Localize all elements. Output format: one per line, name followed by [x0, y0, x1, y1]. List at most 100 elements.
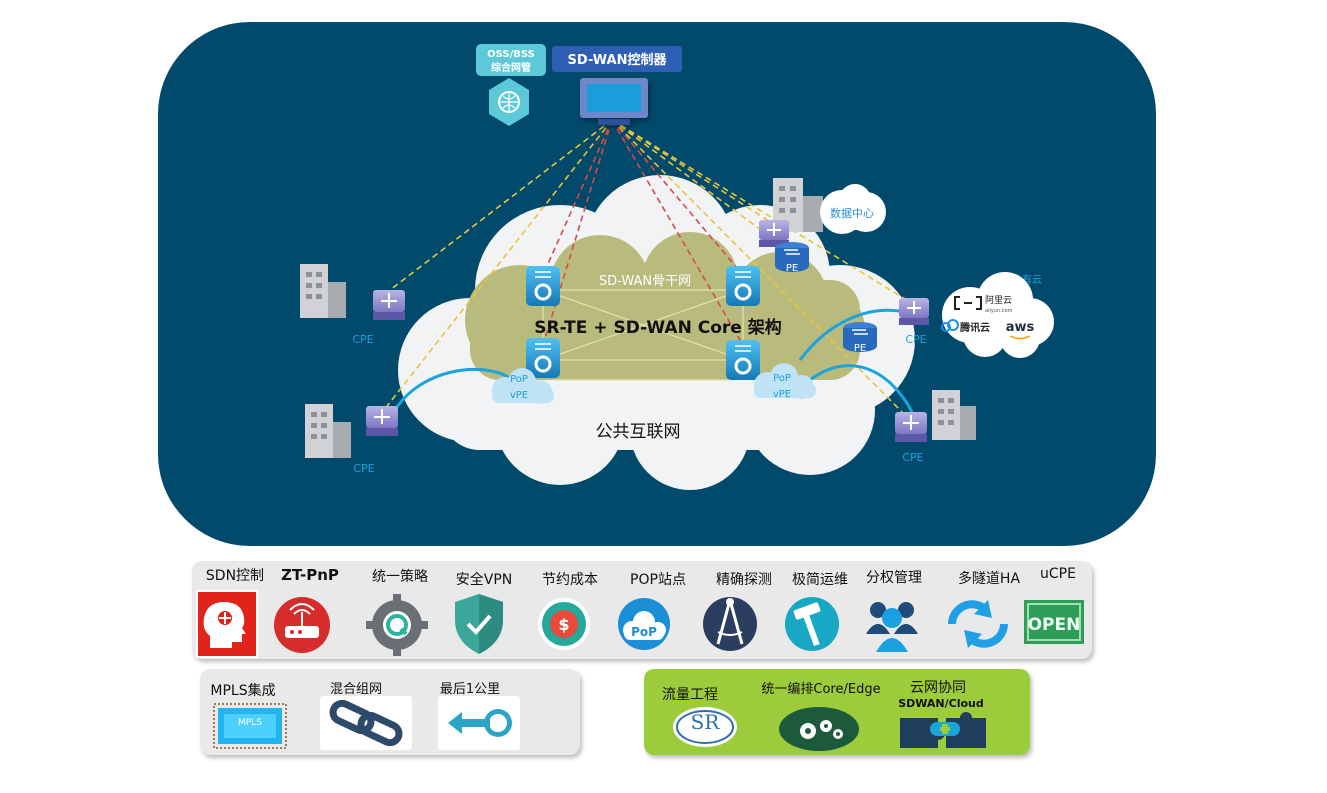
mpls-chip-icon	[212, 702, 288, 750]
feature-item: SDN控制	[200, 565, 270, 585]
pop-vpe-cloud-2	[754, 363, 816, 399]
cpe-label-4: CPE	[902, 451, 923, 464]
router-wifi-icon	[274, 597, 330, 653]
aws-label: aws	[1006, 320, 1035, 335]
feature-label: uCPE	[1040, 566, 1076, 582]
cpe-label-2: CPE	[353, 462, 374, 475]
internet-label: 公共互联网	[596, 422, 681, 442]
controller-monitor-icon	[580, 78, 648, 125]
feature-label: 安全VPN	[455, 572, 513, 588]
sr-logo-icon	[670, 705, 740, 751]
pe-node-icon	[843, 322, 877, 352]
pop-line1-a: PoP	[510, 374, 528, 385]
office-building-icon-1	[300, 264, 346, 318]
gear-q-icon	[366, 594, 428, 656]
svg-text:$: $	[558, 615, 569, 634]
integration-label: MPLS集成	[210, 683, 276, 699]
gears-icon	[778, 706, 860, 752]
aliyun-sub: aliyun.com	[985, 308, 1013, 314]
feature-label: ZT-PnP	[281, 566, 339, 584]
integration-label: 最后1公里	[439, 682, 501, 697]
feature-item: 极简运维	[780, 569, 860, 589]
svg-text:OPEN: OPEN	[1028, 615, 1081, 635]
integration-label: 混合组网	[329, 682, 382, 697]
compass-icon	[703, 597, 757, 651]
datacenter-bubble	[820, 184, 886, 234]
feature-item: 分权管理	[856, 567, 932, 587]
shield-check-icon	[455, 594, 503, 654]
core-node-icon-1	[526, 266, 560, 306]
feature-label: 精确探测	[716, 572, 772, 588]
core-node-icon-3	[526, 338, 560, 378]
arrow-key-icon	[438, 696, 520, 750]
core-title: SR-TE + SD-WAN Core 架构	[534, 317, 781, 338]
feature-label: 极简运维	[792, 572, 848, 588]
cpe-router-icon	[373, 290, 405, 320]
puzzle-icon	[896, 712, 990, 754]
pe-label-1: PE	[786, 263, 798, 274]
feature-icons: $ PoP OPEN	[196, 590, 1084, 658]
aliyun-label: 阿里云	[985, 295, 1012, 306]
dollar-coin-icon: $	[538, 598, 590, 650]
feature-item: ZT-PnP	[272, 566, 348, 584]
control-links	[379, 119, 916, 421]
feature-item: POP站点	[620, 569, 696, 589]
pop-cloud-icon: PoP	[618, 598, 670, 650]
advanced-item: 云网协同	[898, 677, 978, 697]
feature-item: 精确探测	[704, 569, 784, 589]
feature-item: 节约成本	[530, 569, 610, 589]
svg-text:PoP: PoP	[631, 625, 657, 639]
feature-item: 多隧道HA	[944, 568, 1034, 588]
feature-item: 安全VPN	[446, 569, 522, 589]
cpe-router-icon	[895, 412, 927, 442]
aliyun-logo-icon	[954, 296, 982, 310]
access-links	[393, 308, 914, 413]
pop-vpe-cloud-1	[492, 368, 554, 404]
feature-label: 分权管理	[866, 570, 922, 586]
integration-item: 混合组网	[318, 678, 394, 697]
sr-logo-text: SR	[690, 710, 720, 734]
office-building-icon-2	[305, 404, 351, 458]
cpe-router-icon	[759, 220, 789, 247]
pe-label-2: PE	[854, 343, 866, 354]
advanced-item: 流量工程	[652, 684, 728, 704]
feature-label: 多隧道HA	[957, 571, 1021, 587]
integration-item: 最后1公里	[430, 678, 510, 697]
feature-item: uCPE	[1030, 566, 1086, 582]
cpe-label-3: CPE	[905, 333, 926, 346]
advanced-label: 云网协同	[910, 680, 966, 696]
backbone-label: SD-WAN骨干网	[599, 274, 691, 289]
feature-label: 统一策略	[372, 569, 428, 585]
feature-label: POP站点	[630, 572, 686, 588]
network-diagram: OSS/BSS 综合网管 SD-WAN控制器 数据中心 公有云 阿里云 aliy…	[158, 22, 1156, 546]
advanced-label: 流量工程	[662, 687, 718, 703]
pop-line2-a: vPE	[510, 390, 528, 401]
cpe-label-1: CPE	[352, 333, 373, 346]
oss-line2: 综合网管	[491, 61, 531, 74]
users-group-icon	[866, 602, 918, 652]
hammer-icon	[785, 597, 839, 651]
open-sign-icon: OPEN	[1024, 600, 1084, 644]
core-node-icon-4	[726, 340, 760, 380]
pop-line2-b: vPE	[773, 389, 791, 400]
advanced-label: 统一编排Core/Edge	[761, 682, 881, 697]
integration-item: MPLS集成	[204, 680, 282, 700]
core-node-icon-2	[726, 266, 760, 306]
feature-label: 节约成本	[542, 572, 598, 588]
mpls-chip-text: MPLS	[238, 718, 262, 728]
advanced-sublabel: SDWAN/Cloud	[898, 697, 984, 710]
sync-arrows-icon	[948, 600, 1008, 648]
chain-link-icon	[320, 696, 412, 750]
controller-title: SD-WAN控制器	[568, 52, 668, 68]
oss-line1: OSS/BSS	[487, 49, 535, 60]
oss-bss-box	[476, 44, 546, 76]
feature-item: 统一策略	[360, 566, 440, 586]
pe-node-icon	[775, 242, 809, 272]
brain-head-icon	[196, 590, 258, 658]
feature-label: SDN控制	[205, 568, 265, 584]
tencent-logo-icon	[941, 319, 959, 332]
advanced-item: 统一编排Core/Edge	[746, 678, 896, 697]
cpe-router-icon	[899, 298, 929, 325]
office-building-icon-3	[932, 390, 976, 440]
tencent-label: 腾讯云	[959, 321, 990, 334]
